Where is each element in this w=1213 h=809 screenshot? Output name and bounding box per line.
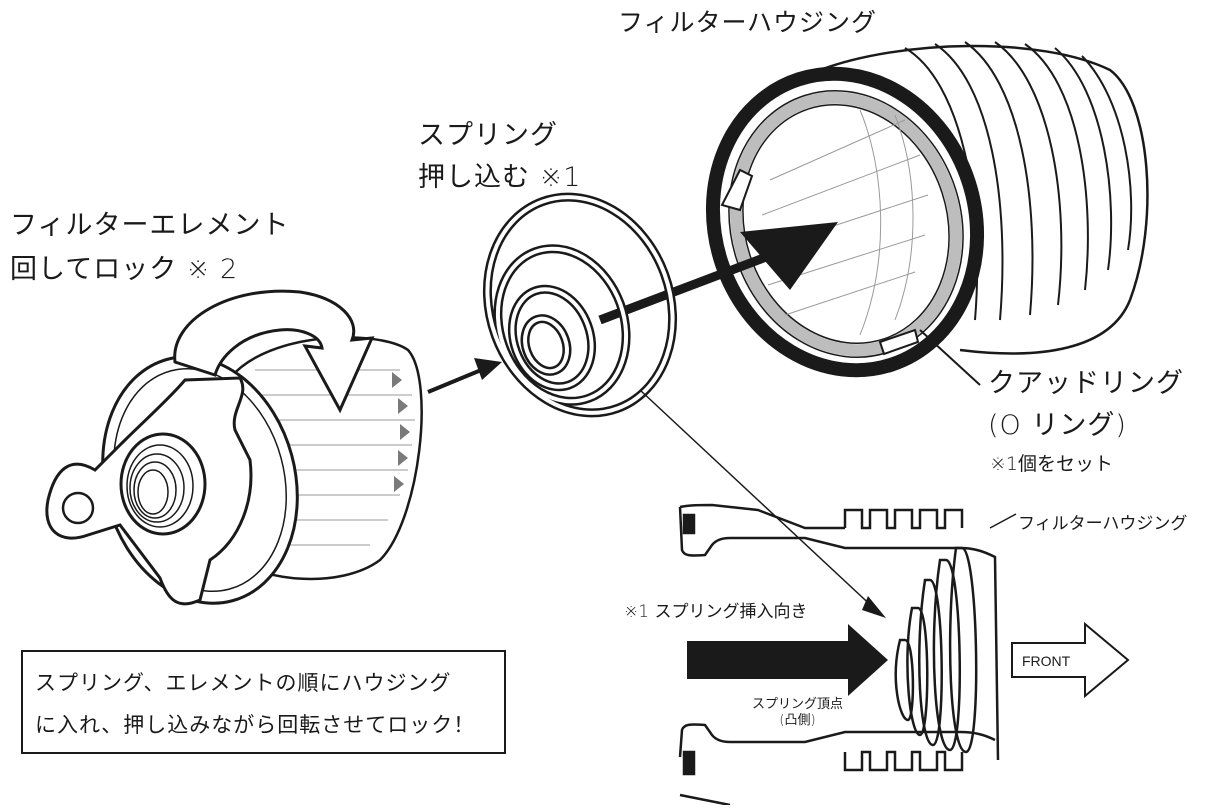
filter-housing-label: フィルターハウジング bbox=[618, 8, 878, 37]
spring-direction-arrow bbox=[687, 624, 888, 696]
cross-section-diagram: FRONT bbox=[678, 503, 1130, 807]
quad-ring-leader bbox=[919, 329, 981, 386]
housing-rib bbox=[964, 41, 1034, 316]
rotate-arrow bbox=[173, 289, 375, 414]
o-ring-label: (O リング) bbox=[988, 410, 1127, 441]
element-to-spring-arrow bbox=[427, 358, 502, 394]
front-label: FRONT bbox=[1022, 653, 1071, 669]
spring-push-label: 押し込む ※1 bbox=[418, 162, 582, 193]
filter-element-illustration bbox=[45, 289, 423, 606]
housing-rib bbox=[1024, 43, 1089, 291]
spring-apex-side: (凸側) bbox=[779, 713, 816, 728]
housing-rib bbox=[934, 43, 1004, 321]
element-lock-label: 回してロック ※ 2 bbox=[10, 254, 239, 285]
spring-leader bbox=[639, 389, 886, 618]
housing-rib bbox=[994, 41, 1063, 306]
quad-ring-label: クアッドリング bbox=[988, 368, 1184, 399]
instruction-line-1: スプリング、エレメントの順にハウジング bbox=[35, 671, 452, 695]
section-housing-label: フィルターハウジング bbox=[1018, 514, 1188, 534]
spring-direction-label: ※1 スプリング挿入向き bbox=[624, 602, 808, 622]
instruction-line-2: に入れ、押し込みながら回転させてロック！ bbox=[35, 713, 476, 737]
housing-rib bbox=[1054, 47, 1113, 271]
front-arrow bbox=[1011, 621, 1130, 699]
instruction-note: スプリング、エレメントの順にハウジング に入れ、押し込みながら回転させてロック！ bbox=[21, 650, 506, 754]
spring-illustration bbox=[482, 192, 678, 418]
spring-label: スプリング bbox=[418, 120, 558, 151]
insert-arrow bbox=[598, 222, 838, 325]
spring-apex-label: スプリング頂点 (凸側) bbox=[752, 697, 843, 729]
spring-apex-title: スプリング頂点 bbox=[752, 697, 844, 712]
element-bracket bbox=[45, 376, 253, 606]
housing-rib bbox=[1081, 55, 1133, 251]
set-one-note: ※1個をセット bbox=[990, 453, 1114, 475]
filter-housing-illustration bbox=[705, 41, 1149, 386]
filter-element-label: フィルターエレメント bbox=[10, 210, 290, 241]
